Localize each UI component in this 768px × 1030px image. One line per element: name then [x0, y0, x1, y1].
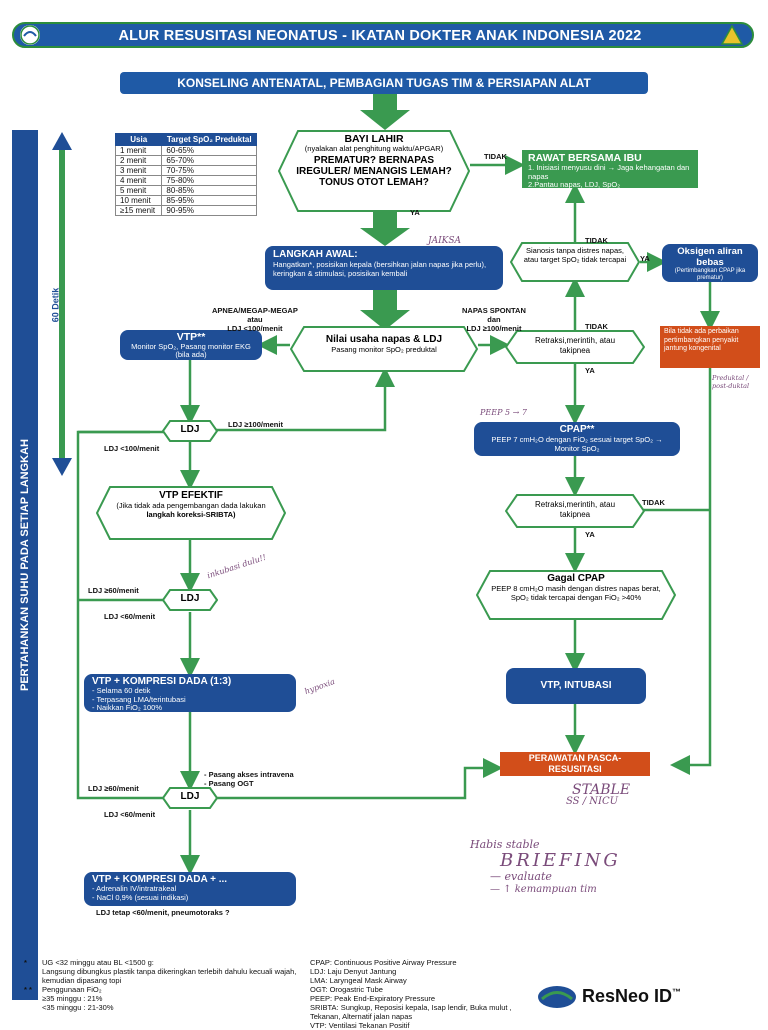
rawat-bersama-ibu-box: RAWAT BERSAMA IBU 1. Inisiasi menyusu di… — [522, 150, 698, 189]
label-ldj-lt100: LDJ <100/menit — [104, 444, 160, 453]
retraksi2-hexagon-shape — [505, 494, 645, 528]
page-title: ALUR RESUSITASI NEONATUS - IKATAN DOKTER… — [118, 28, 642, 44]
vtp-kompresi2-box: VTP + KOMPRESI DADA + ... - Adrenalin IV… — [84, 872, 296, 906]
big-arrow-3 — [360, 290, 410, 330]
vtp-box: VTP** Monitor SpO₂, Pasang monitor EKG (… — [120, 330, 262, 360]
table-header-age: Usia — [114, 133, 163, 146]
label-ldj-ge100: LDJ ≥100/menit — [228, 420, 283, 429]
gagal-cpap-hexagon-shape — [476, 570, 676, 620]
timer-label: 60 Detik — [50, 287, 61, 323]
note-evaluate: — evaluate — [490, 870, 552, 883]
header-bar: ALUR RESUSITASI NEONATUS - IKATAN DOKTER… — [12, 22, 754, 48]
resneo-logo-icon — [536, 984, 578, 1010]
label-tidak-2: TIDAK — [585, 236, 608, 245]
vtp-efektif-hexagon-shape — [96, 486, 286, 540]
intubasi-box: VTP, INTUBASI — [506, 668, 646, 704]
brand-name: ResNeo ID™ — [582, 986, 682, 1006]
retraksi2-node: Retraksi,merintih, atau takipnea — [534, 500, 616, 519]
label-ldj-lt60b: LDJ <60/menit — [104, 810, 156, 819]
ldj2-hexagon-shape — [162, 589, 218, 611]
birth-node: BAYI LAHIR (nyalakan alat penghitung wak… — [296, 133, 452, 188]
label-tidak-3: TIDAK — [585, 322, 608, 331]
vtp-kompresi-box: VTP + KOMPRESI DADA (1:3) - Selama 60 de… — [84, 674, 296, 712]
perawatan-box: PERAWATAN PASCA-RESUSITASI — [500, 752, 650, 776]
gagal-cpap-node: Gagal CPAP PEEP 8 cmH₂O masih dengan dis… — [491, 573, 661, 602]
label-ldj-ge60b: LDJ ≥60/menit — [88, 784, 139, 793]
label-tidak-4: TIDAK — [642, 498, 665, 507]
note-stable: STABLE — [572, 782, 631, 798]
antenatal-banner: KONSELING ANTENATAL, PEMBAGIAN TUGAS TIM… — [120, 72, 648, 94]
nilai-hexagon-shape — [290, 326, 478, 372]
footnote-1: * UG <32 minggu atau BL <1500 g: Langsun… — [24, 958, 297, 985]
label-akses: - Pasang akses intravena- Pasang OGT — [204, 770, 294, 788]
label-ldj-tetap: LDJ tetap <60/menit, pneumotoraks ? — [96, 908, 230, 917]
retraksi1-node: Retraksi,merintih, atau takipnea — [534, 336, 616, 355]
label-ldj-ge60a: LDJ ≥60/menit — [88, 586, 139, 595]
label-ya-3: YA — [585, 366, 595, 375]
cpap-box: CPAP** PEEP 7 cmH₂O dengan FiO₂ sesuai t… — [474, 422, 680, 456]
big-arrow-1 — [360, 94, 410, 130]
label-ya-4: YA — [585, 530, 595, 539]
langkah-awal-box: LANGKAH AWAL: Hangatkan*, posisikan kepa… — [265, 246, 503, 290]
glossary: CPAP: Continuous Positive Airway Pressur… — [310, 958, 512, 1030]
note-jaiksa: JAIKSA — [428, 236, 462, 246]
note-peep: PEEP 5 → 7 — [480, 408, 527, 417]
retraksi1-hexagon-shape — [505, 330, 645, 364]
jantung-kongenital-box: Bila tidak ada perbaikan pertimbangkan p… — [660, 326, 760, 368]
idai-logo-icon — [20, 25, 40, 45]
note-preduktal: Preduktal / post-duktal — [712, 374, 750, 390]
big-arrow-2 — [360, 212, 410, 246]
birth-hexagon-shape — [278, 130, 470, 212]
vtp-efektif-node: VTP EFEKTIF (Jika tidak ada pengembangan… — [116, 490, 266, 519]
note-habis-stable: Habis stable — [470, 838, 540, 851]
note-kemampuan: — ↑ kemampuan tim — [490, 884, 597, 895]
ldj3-hexagon-shape — [162, 787, 218, 809]
sianosis-hexagon-shape — [510, 242, 640, 282]
note-nicu: SS / NICU — [566, 796, 619, 807]
label-ldj-lt60a: LDJ <60/menit — [104, 612, 156, 621]
sianosis-node: Sianosis tanpa distres napas, atau targe… — [523, 246, 627, 264]
sidebar-label: PERTAHANKAN SUHU PADA SETIAP LANGKAH — [19, 439, 31, 691]
ldj1-node: LDJ — [180, 424, 200, 435]
emblem-icon — [720, 24, 744, 46]
oksigen-box: Oksigen aliran bebas (Pertimbangkan CPAP… — [662, 244, 758, 282]
ldj2-node: LDJ — [180, 593, 200, 604]
ldj1-hexagon-shape — [162, 420, 218, 442]
temperature-sidebar: PERTAHANKAN SUHU PADA SETIAP LANGKAH — [12, 130, 38, 1000]
label-tidak-1: TIDAK — [484, 152, 507, 161]
footnote-2: * * Penggunaan FiO₂ ≥35 minggu : 21% <35… — [24, 985, 114, 1012]
table-header-target: Target SpO₂ Preduktal — [161, 133, 257, 146]
label-ya-1: YA — [410, 208, 420, 217]
note-briefing: BRIEFING — [500, 850, 621, 871]
nilai-node: Nilai usaha napas & LDJ Pasang monitor S… — [325, 334, 443, 354]
label-ya-2: YA — [640, 254, 650, 263]
ldj3-node: LDJ — [180, 791, 200, 802]
